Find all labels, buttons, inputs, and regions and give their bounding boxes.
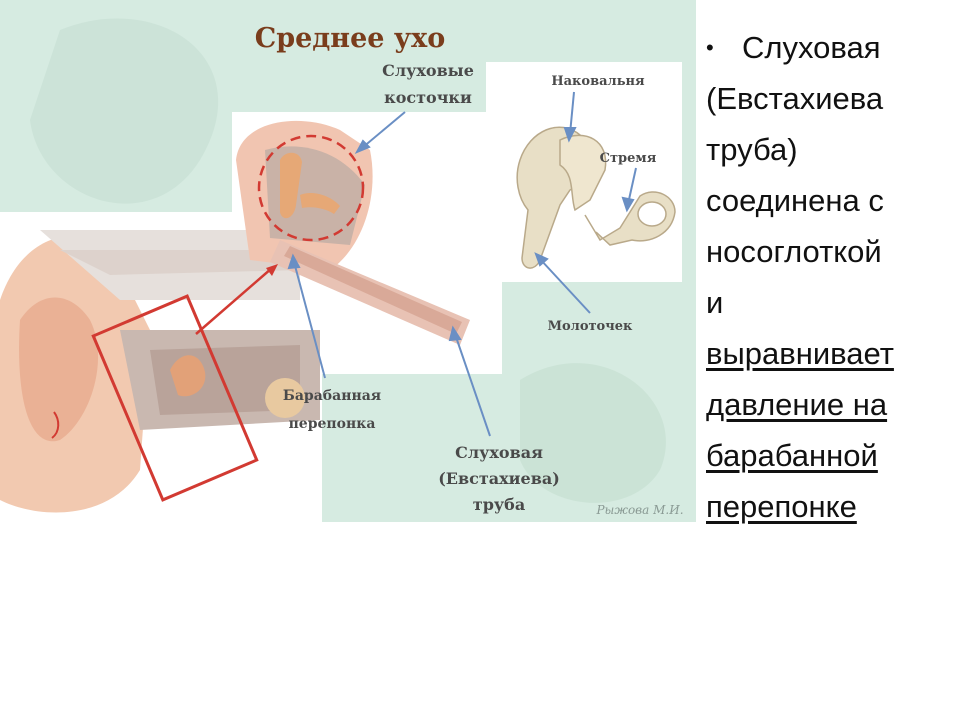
label-ossicles-line2: косточки (384, 88, 472, 107)
background-texture (30, 18, 219, 204)
middle-ear-figure: Среднее ухо Слуховые косточки Наковальня… (0, 0, 696, 522)
text-line: и (706, 285, 724, 320)
label-malleus: Молоточек (548, 319, 633, 334)
text-line: (Евстахиева (706, 81, 884, 116)
outer-ear-illustration (0, 230, 320, 513)
bullet-item: • Слуховая (706, 22, 954, 73)
text-line: труба) (706, 132, 798, 167)
underlined-text-line: барабанной (706, 438, 878, 473)
underlined-text-line: перепонке (706, 489, 857, 524)
label-arrows (287, 91, 637, 437)
label-ossicles-line1: Слуховые (382, 61, 474, 80)
text-line: носоглоткой (706, 234, 882, 269)
bullet-text: Слуховая (742, 22, 954, 73)
bullet-text-panel: • Слуховая (Евстахиева труба) соединена … (706, 22, 954, 532)
bullet-point-icon: • (706, 35, 714, 60)
author-credit: Рыжова М.И. (595, 503, 683, 517)
label-eardrum-line1: Барабанная (283, 388, 381, 404)
bullet-continuation: (Евстахиева труба) соединена с носоглотк… (706, 73, 954, 532)
label-stapes: Стремя (600, 151, 657, 166)
text-line: Слуховая (742, 30, 881, 65)
label-eardrum-line2: перепонка (289, 416, 376, 432)
label-tube-line3: труба (473, 495, 525, 514)
label-incus: Наковальня (551, 74, 645, 89)
figure-canvas: Среднее ухо Слуховые косточки Наковальня… (0, 0, 696, 522)
underlined-text-line: выравнивает (706, 336, 894, 371)
underlined-text-line: давление на (706, 387, 888, 422)
text-line: соединена с (706, 183, 884, 218)
zoom-pointer-arrowhead (266, 264, 278, 276)
zoom-pointer-line (195, 267, 273, 335)
zoom-frame (91, 294, 259, 502)
ossicles-illustration (516, 126, 676, 269)
ossicles-highlight-circle (257, 134, 365, 242)
background-texture (520, 363, 666, 503)
figure-title: Среднее ухо (255, 23, 445, 54)
middle-ear-illustration (236, 120, 470, 345)
label-tube-line1: Слуховая (455, 443, 543, 462)
label-tube-line2: (Евстахиева) (438, 469, 560, 488)
